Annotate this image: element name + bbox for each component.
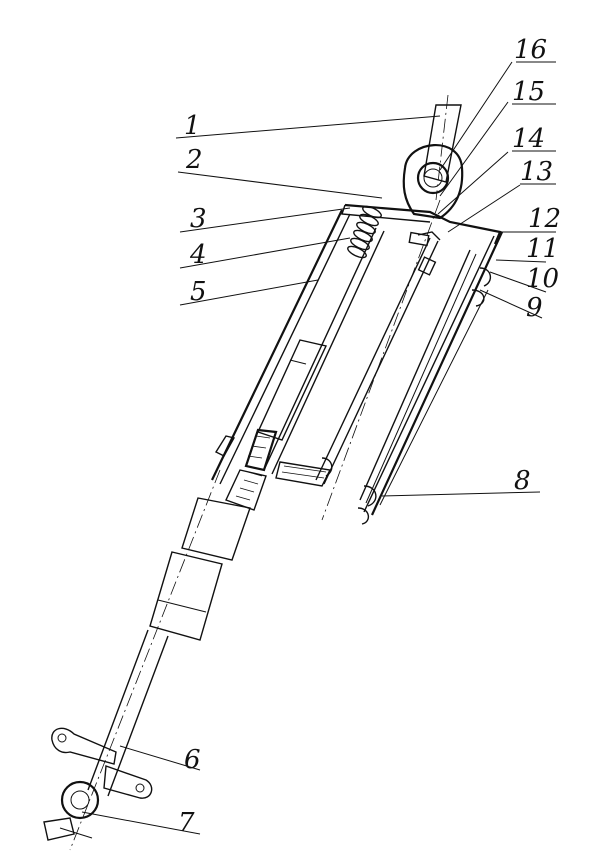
seal-hatching [235,435,327,501]
upper-eye [402,144,464,220]
lower-rod [69,469,221,851]
lower-eye [43,780,100,841]
callout-6: 6 [184,745,201,775]
callout-2: 2 [185,145,203,175]
lower-boot [149,497,251,641]
spring-coils [347,205,382,259]
upper-rod [423,94,462,201]
reservoir-tube [359,249,491,504]
upper-cap [341,203,502,247]
callout-4: 4 [189,240,207,270]
lower-bracket [51,727,153,799]
leader-lines [81,61,556,835]
callout-9: 9 [526,293,543,323]
inner-cylinder [263,199,441,521]
callout-10: 10 [526,264,559,294]
callout-14: 14 [512,124,545,154]
callout-3: 3 [190,204,207,234]
callout-7: 7 [178,808,195,838]
callout-labels: 1 2 3 4 5 6 7 8 9 10 11 12 13 14 15 16 [178,35,561,838]
callout-11: 11 [526,234,559,264]
callout-15: 15 [512,77,545,107]
callout-16: 16 [514,35,547,65]
outer-cylinder [211,209,503,516]
piston-block [257,339,328,441]
callout-12: 12 [528,204,561,234]
lower-seal [214,428,377,525]
callout-underlines [512,61,556,185]
callout-8: 8 [514,466,531,496]
callout-5: 5 [190,277,207,307]
callout-13: 13 [520,157,553,187]
callout-1: 1 [184,111,201,141]
